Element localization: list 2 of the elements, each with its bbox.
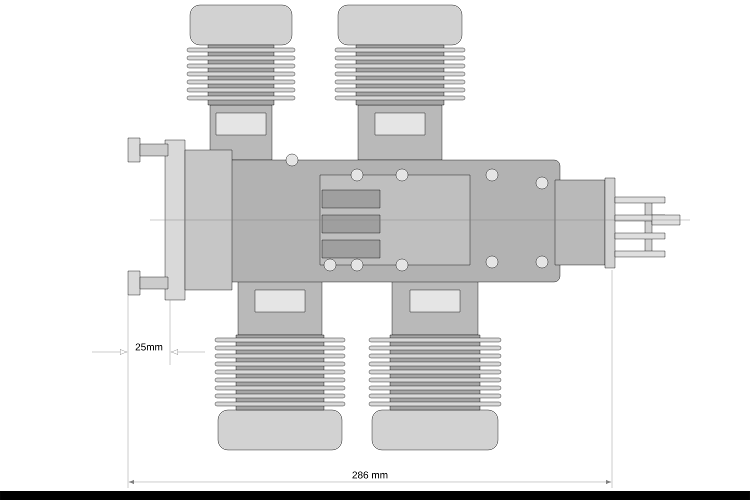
dimension-label: 286 mm xyxy=(350,470,390,480)
dimension-label: 25mm xyxy=(136,343,162,351)
